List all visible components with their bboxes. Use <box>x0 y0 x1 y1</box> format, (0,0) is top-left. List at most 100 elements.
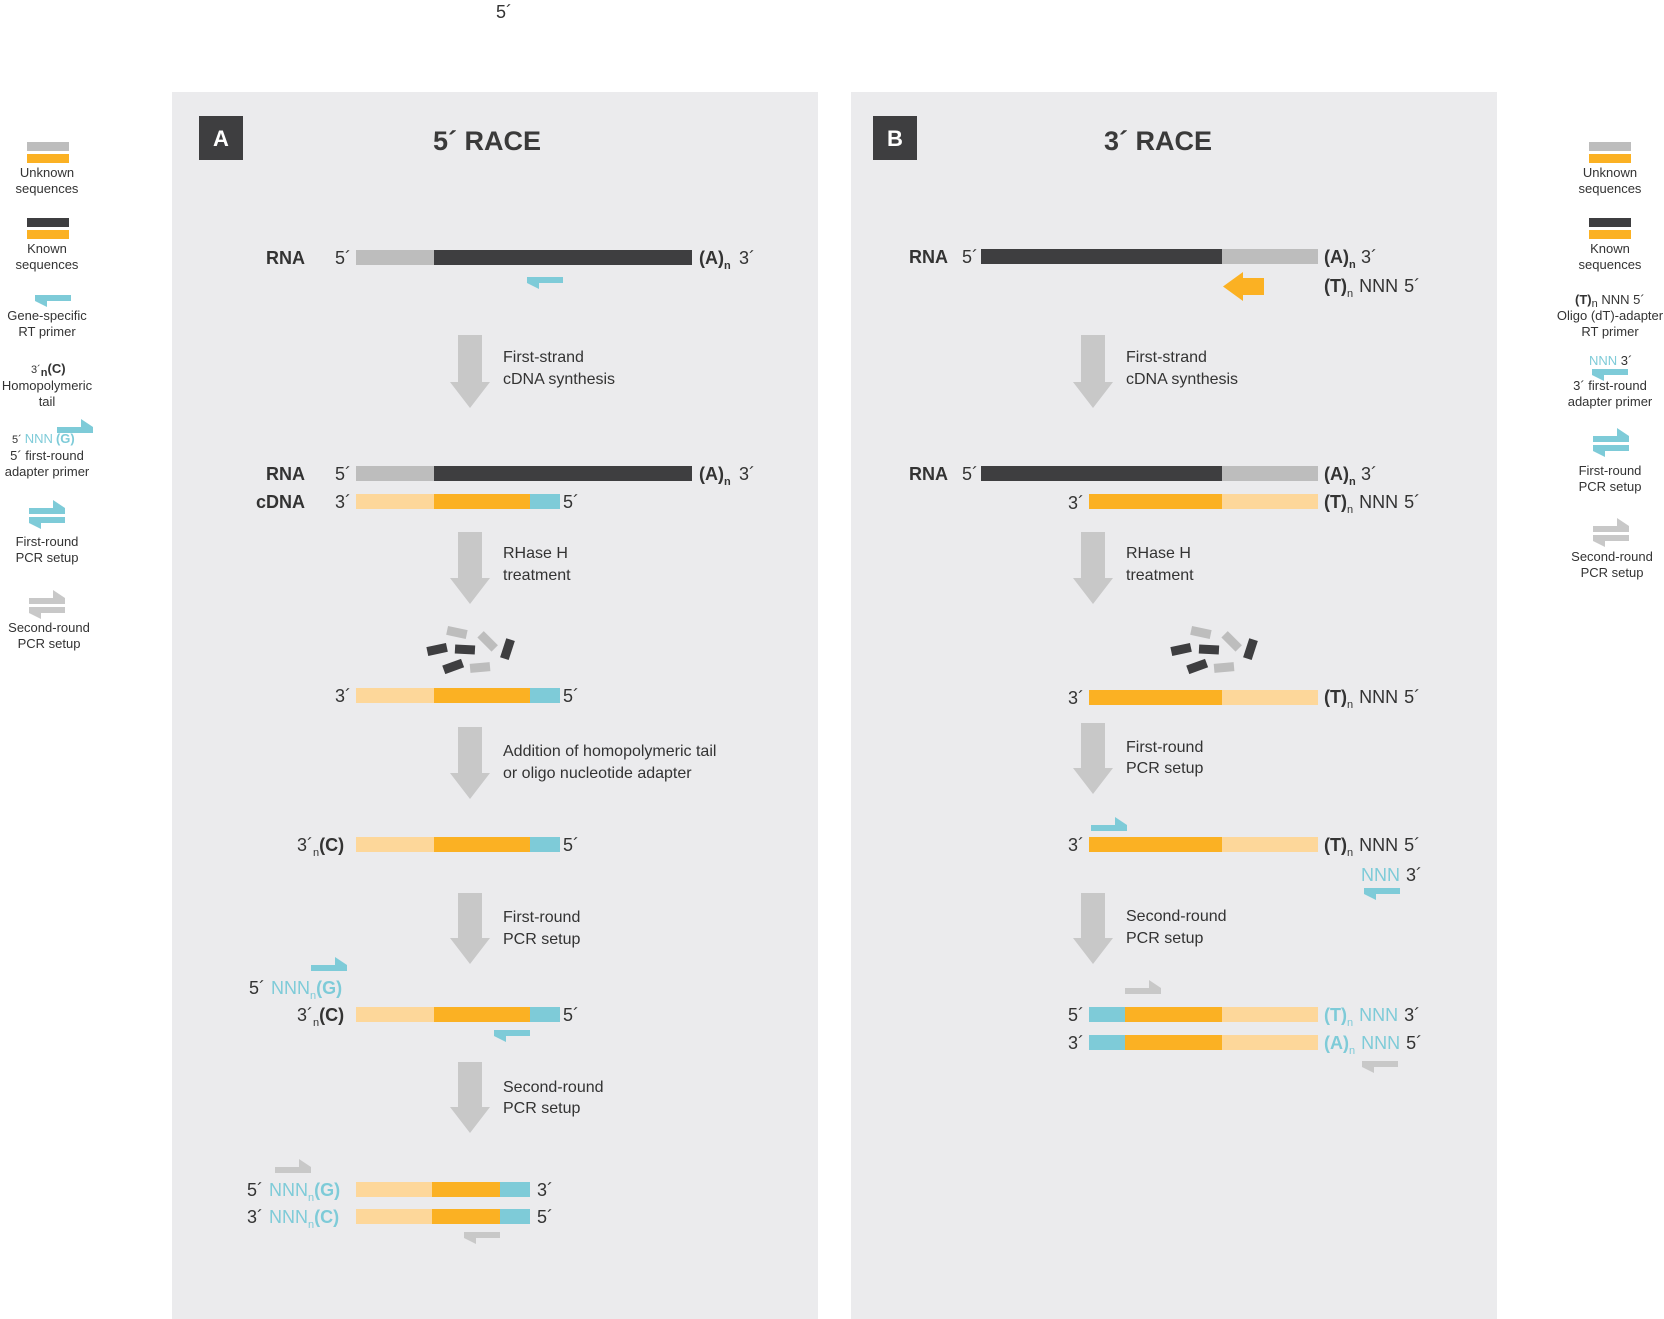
b-r5-bot-5prime: 5´ <box>1406 1033 1422 1053</box>
a-r5-tail: 3´n(C) <box>297 1005 344 1029</box>
legend-known-label-2: sequences <box>16 257 79 272</box>
b-r4-nnn: NNN <box>1359 835 1398 855</box>
a-r6-bot-5prime: 5´ <box>537 1207 553 1227</box>
a-fragment-3 <box>426 643 448 656</box>
a-rna-5prime: 5´ <box>335 248 351 268</box>
a-rna2-polya-base: (A) <box>699 464 724 484</box>
a-rna-fragments <box>426 626 515 675</box>
b-step1-line1: First-strand <box>1126 349 1207 366</box>
b-rna-3prime: 3´ <box>1361 247 1377 267</box>
b-step-arrow-3 <box>1073 723 1113 794</box>
b-fragment-7 <box>1213 662 1235 673</box>
r-second-round-icon-fwd <box>1593 518 1629 532</box>
b-r4-adapter-3prime: 3´ <box>1406 865 1422 885</box>
a-r6-bot-orange-segment <box>432 1209 500 1224</box>
b-r4-adapter-nnn: NNN <box>1361 865 1400 885</box>
b-rna-polya-base: (A) <box>1324 247 1349 267</box>
a-r5-polyc: (C) <box>319 1005 344 1025</box>
panel-a-badge <box>199 116 243 160</box>
b-oligo-sub: n <box>1347 288 1353 300</box>
a-rna-row: RNA 5´ (A)n 3´ <box>266 248 755 289</box>
a-r6-top-sub: n <box>308 1192 314 1204</box>
a-step2-line2: treatment <box>503 567 571 584</box>
panel-b-badge <box>873 116 917 160</box>
a-r6-top-5prime: 5´ <box>247 1180 263 1200</box>
panel-a: A 5´ RACE RNA 5´ (A)n 3´ First-strand cD… <box>199 116 755 1244</box>
a-r3-3prime: 3´ <box>335 686 351 706</box>
a-r5-adapter-nnn: NNN <box>271 978 310 998</box>
legend-gene-specific-primer: Gene-specific RT primer <box>7 295 87 339</box>
legend-r-second-round-label-1: Second-round <box>1571 549 1653 564</box>
b-fragment-5 <box>1243 638 1258 661</box>
a-cdna-5prime: 5´ <box>563 492 579 512</box>
b-oligo-polyt: (T) <box>1324 276 1347 296</box>
a-r6-top-left: 5´NNNn(G) <box>247 1180 340 1204</box>
a-r5-sub: n <box>313 1017 319 1029</box>
a-step-arrow-3 <box>450 727 490 799</box>
a-r6-bot-3prime: 3´ <box>247 1207 263 1227</box>
a-r4-polyc: (C) <box>319 835 344 855</box>
a-r5-light-segment <box>356 1007 434 1022</box>
a-step5-line2: PCR setup <box>503 1100 580 1117</box>
a-rna-3prime: 3´ <box>739 248 755 268</box>
gene-specific-primer-icon <box>35 295 71 307</box>
b-step3-line2: PCR setup <box>1126 760 1203 777</box>
a-step1-line2: cDNA synthesis <box>503 371 615 388</box>
b-r5-top-sub: n <box>1347 1017 1353 1029</box>
legend-right: Unknown sequences Known sequences (T)n N… <box>1557 142 1664 580</box>
b-r5-top-polyt: (T) <box>1324 1005 1347 1025</box>
legend-5-adapter-primer: 5´NNN(G) 5´ first-round adapter primer <box>5 419 93 479</box>
b-cdna-5prime: 5´ <box>1404 492 1420 512</box>
first-round-pcr-icon-fwd <box>29 500 65 514</box>
legend-r-second-round-label-2: PCR setup <box>1581 565 1644 580</box>
stray-prime-label: 5´ <box>496 2 512 22</box>
a-r5-adapter: 5´NNNn(G) <box>249 978 342 1002</box>
a-rna-polya-base: (A) <box>699 248 724 268</box>
a-rna2-polya-sub: n <box>724 476 731 488</box>
legend-r-unknown-orange-bar <box>1589 154 1631 163</box>
b-cdna-sub: n <box>1347 504 1353 516</box>
legend-known-sequences: Known sequences <box>16 218 79 272</box>
oligo-dt-mark: (T)n NNN 5´ <box>1575 292 1645 310</box>
second-round-pcr-icon-rev <box>29 607 65 619</box>
b-r5-top-5prime: 5´ <box>1068 1005 1084 1025</box>
b-r3-3prime: 3´ <box>1068 688 1084 708</box>
a-r4-light-segment <box>356 837 434 852</box>
legend-oligo-label-1: Oligo (dT)-adapter <box>1557 308 1664 323</box>
legend-right-known: Known sequences <box>1579 218 1642 272</box>
b-r5-bot-cyan-segment <box>1089 1035 1125 1050</box>
legend-r-unknown-label-2: sequences <box>1579 181 1642 196</box>
legend-second-round-pcr: Second-round PCR setup <box>8 590 90 651</box>
b-r4-5prime: 5´ <box>1404 835 1420 855</box>
b-r5-bot-nnn: NNN <box>1361 1033 1400 1053</box>
adapter-3-nnn: NNN <box>1589 353 1617 368</box>
adapter-3-mark: NNN 3´ <box>1589 353 1632 368</box>
b-r5-bot-light-segment <box>1222 1035 1318 1050</box>
adapter-3-prime: 3´ <box>1617 353 1632 368</box>
a-second-round-rows: 5´NNNn(G) 3´ 3´NNNn(C) 5´ <box>247 1159 553 1244</box>
b-r4-polyt: (T) <box>1324 835 1347 855</box>
b-r4-orange-segment <box>1089 837 1222 852</box>
a-rna2-3prime: 3´ <box>739 464 755 484</box>
legend-known-dark-bar <box>27 218 69 227</box>
legend-unknown-gray-bar <box>27 142 69 151</box>
legend-r-known-label-2: sequences <box>1579 257 1642 272</box>
a-r6-top-cyan-segment <box>500 1182 530 1197</box>
b-step3-line1: First-round <box>1126 739 1203 756</box>
b-rna2-5prime: 5´ <box>962 464 978 484</box>
a-fragment-5 <box>500 638 515 661</box>
a-cdna-light-segment <box>356 494 434 509</box>
panel-a-background <box>172 92 818 1319</box>
b-step2-line2: treatment <box>1126 567 1194 584</box>
a-rna-cdna-rows: RNA 5´ (A)n 3´ cDNA 3´ 5´ <box>256 464 755 512</box>
a-r6-top-nnn: NNN <box>269 1180 308 1200</box>
b-r3-sub: n <box>1347 699 1353 711</box>
a-r6-bot-polyc: (C) <box>314 1207 339 1227</box>
a-step1-line1: First-strand <box>503 349 584 366</box>
a-rna-polya: (A)n <box>699 248 731 272</box>
b-r4-light-segment <box>1222 837 1318 852</box>
homotail-base: (C) <box>48 361 66 376</box>
